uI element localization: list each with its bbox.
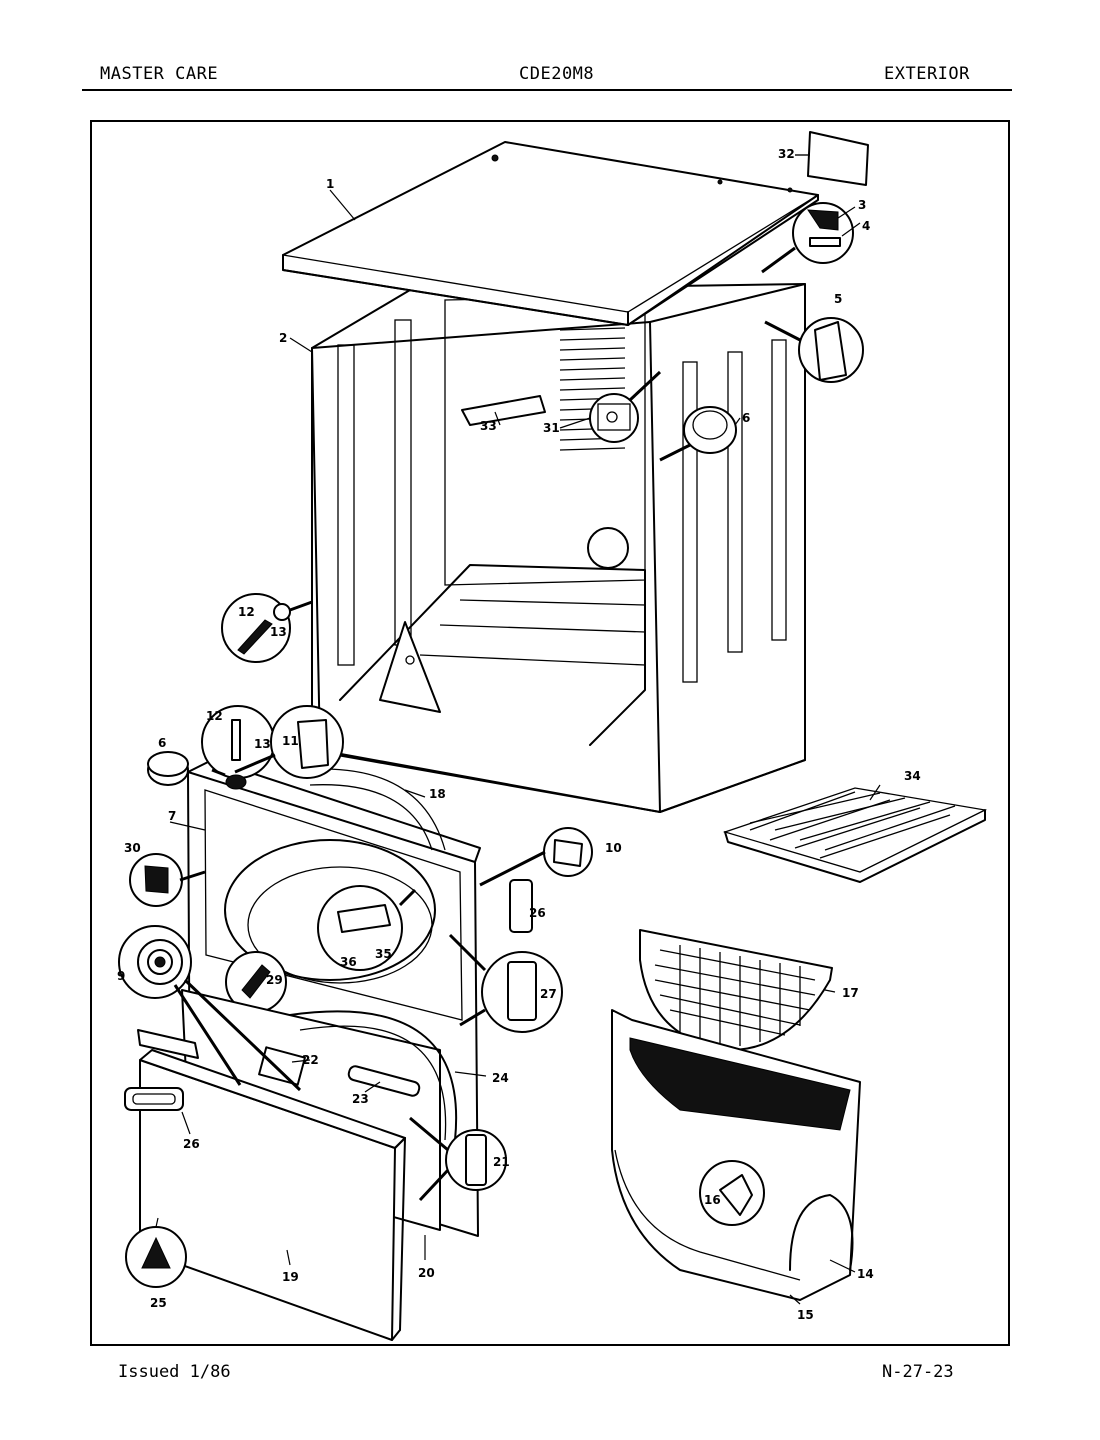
label-27: 27 — [540, 987, 557, 1001]
label-22: 22 — [302, 1053, 319, 1067]
label-6-left: 6 — [158, 736, 166, 750]
label-18: 18 — [429, 787, 446, 801]
label-16: 16 — [704, 1193, 721, 1207]
label-13-front: 13 — [254, 737, 271, 751]
part-26-handle-lower — [124, 1087, 184, 1111]
door-assembly — [124, 978, 458, 1341]
callout-12-13-upper — [221, 593, 291, 663]
label-31: 31 — [543, 421, 560, 435]
label-10: 10 — [605, 841, 622, 855]
label-36: 36 — [340, 955, 357, 969]
label-32: 32 — [778, 147, 795, 161]
footer-page-code: N-27-23 — [882, 1362, 954, 1382]
footer-issued: Issued 1/86 — [118, 1362, 231, 1382]
label-29: 29 — [266, 973, 283, 987]
label-4: 4 — [862, 219, 870, 233]
diagram-frame — [90, 120, 1010, 1346]
label-24: 24 — [492, 1071, 509, 1085]
cabinet — [311, 283, 806, 813]
label-9: 9 — [117, 969, 125, 983]
label-7: 7 — [168, 809, 176, 823]
leader-lines — [169, 154, 881, 1305]
lint-duct — [611, 1009, 861, 1301]
part-labels: 1 2 3 4 5 6 6 7 9 10 11 12 12 13 13 14 1… — [117, 147, 921, 1322]
callout-31 — [589, 393, 639, 443]
label-2: 2 — [279, 331, 287, 345]
lint-screen — [639, 929, 833, 1051]
wire-shelf — [722, 787, 988, 883]
label-20: 20 — [418, 1266, 435, 1280]
label-25: 25 — [150, 1296, 167, 1310]
label-23: 23 — [352, 1092, 369, 1106]
label-12-front: 12 — [206, 709, 223, 723]
label-13-upper: 13 — [270, 625, 287, 639]
header-section: EXTERIOR — [884, 64, 970, 84]
label-26-lower: 26 — [183, 1137, 200, 1151]
label-14: 14 — [857, 1267, 874, 1281]
part-26-plate-upper — [509, 879, 533, 933]
label-6-right: 6 — [742, 411, 750, 425]
label-1: 1 — [326, 177, 334, 191]
header-rule — [82, 89, 1012, 91]
label-21: 21 — [493, 1155, 510, 1169]
header-brand: MASTER CARE — [100, 64, 219, 84]
part-6-round-plug-right — [683, 406, 737, 454]
label-34: 34 — [904, 769, 921, 783]
top-panel — [282, 141, 819, 326]
label-3: 3 — [858, 198, 866, 212]
label-17: 17 — [842, 986, 859, 1000]
label-35: 35 — [375, 947, 392, 961]
label-19: 19 — [282, 1270, 299, 1284]
header-model: CDE20M8 — [519, 64, 595, 84]
part-32-bracket — [807, 131, 869, 186]
label-30: 30 — [124, 841, 141, 855]
label-12-upper: 12 — [238, 605, 255, 619]
label-26-upper: 26 — [529, 906, 546, 920]
label-11: 11 — [282, 734, 299, 748]
label-33: 33 — [480, 419, 497, 433]
label-15: 15 — [797, 1308, 814, 1322]
label-5: 5 — [834, 292, 842, 306]
